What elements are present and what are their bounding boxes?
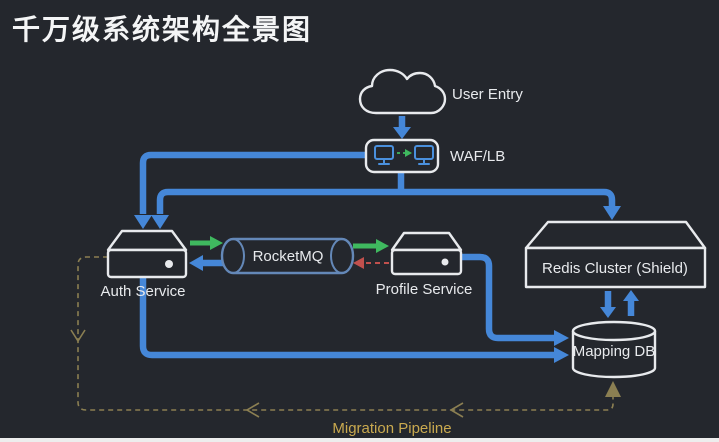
migration-pipeline-path: [70, 256, 621, 418]
edge-redis-to-mappingdb: [600, 291, 616, 318]
waf-lb-node: [364, 138, 440, 174]
rocketmq-cylinder-icon: [220, 237, 355, 275]
profile-service-label: Profile Service: [376, 281, 473, 298]
mapping-db-label: Mapping DB: [573, 343, 656, 360]
edge-auth-to-mappingdb: [139, 277, 569, 363]
mappingdb-cylinder-icon: [571, 320, 657, 379]
pipeline-left-chevron-2: [449, 402, 464, 418]
bottom-strip: [0, 438, 719, 442]
cloud-icon: [358, 68, 447, 115]
edge-rocketmq-to-profile: [353, 239, 389, 253]
edge-auth-to-rocketmq: [190, 236, 223, 250]
redis-box-icon: [524, 220, 707, 289]
edge-waf-trunk: [151, 171, 621, 229]
monitor-right-icon: [414, 145, 434, 165]
edge-userentry-to-waf: [393, 116, 411, 139]
edge-mappingdb-to-redis: [623, 290, 639, 316]
pipeline-arrowhead: [605, 381, 621, 397]
pipeline-down-chevron: [70, 329, 86, 343]
monitor-left-icon: [374, 145, 394, 165]
user-entry-label: User Entry: [452, 86, 523, 103]
edge-waf-to-auth-upper: [134, 151, 366, 229]
rocketmq-label: RocketMQ: [253, 248, 324, 265]
migration-pipeline-label: Migration Pipeline: [332, 420, 451, 437]
redis-cluster-label: Redis Cluster (Shield): [542, 260, 688, 277]
pipeline-left-chevron-1: [245, 402, 260, 418]
profile-server-icon: [390, 231, 463, 276]
edge-rocketmq-to-auth: [189, 255, 224, 271]
page-title: 千万级系统架构全景图: [12, 14, 313, 45]
waf-internal-arrow: [397, 149, 412, 157]
edge-profile-to-mappingdb: [461, 253, 569, 346]
auth-server-icon: [106, 229, 188, 279]
auth-service-label: Auth Service: [100, 283, 185, 300]
waf-lb-label: WAF/LB: [450, 148, 505, 165]
edge-profile-to-rocketmq: [353, 257, 389, 269]
